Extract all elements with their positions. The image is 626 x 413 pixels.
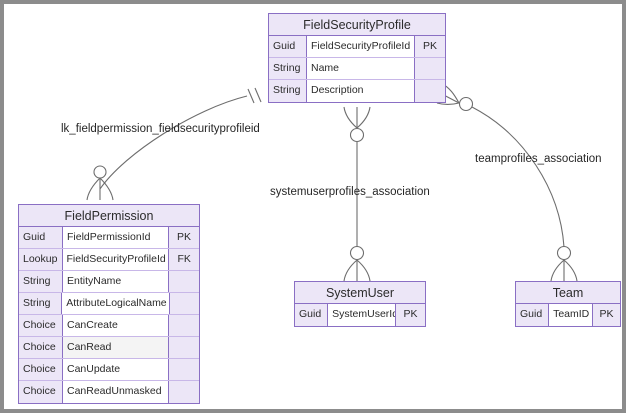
attribute-key [169,381,199,403]
zero-marker-team [556,245,572,261]
entity-title-fieldsecurityprofile: FieldSecurityProfile [269,14,445,36]
relationship-label-lk-fieldpermission: lk_fieldpermission_fieldsecurityprofilei… [61,123,260,135]
entity-systemuser[interactable]: SystemUser Guid SystemUserId PK [294,281,426,327]
link-lk-fieldpermission [99,95,248,190]
table-row[interactable]: Guid FieldSecurityProfileId PK [269,36,445,58]
crowfoot-left-fsp-bottom [343,106,358,129]
zero-marker-fieldpermission [93,165,107,179]
attribute-name: SystemUserId [328,304,396,326]
attribute-name: CanUpdate [63,359,169,380]
table-row[interactable]: Choice CanCreate [19,315,199,337]
attribute-name: AttributeLogicalName [62,293,170,314]
attribute-name: FieldPermissionId [63,227,169,248]
attribute-key: PK [415,36,445,57]
crowfoot-left-team [550,259,565,282]
table-row[interactable]: String Name [269,58,445,80]
entity-title-team: Team [516,282,620,304]
table-row[interactable]: Choice CanReadUnmasked [19,381,199,403]
table-row[interactable]: String EntityName [19,271,199,293]
attribute-type: Choice [19,337,63,358]
attribute-key [169,337,199,358]
relationship-label-systemuserprofiles: systemuserprofiles_association [270,186,430,198]
diagram-canvas: lk_fieldpermission_fieldsecurityprofilei… [4,4,622,409]
attribute-key: PK [396,304,425,326]
attribute-key [169,271,199,292]
attribute-key [169,359,199,380]
attribute-name: TeamID [549,304,593,326]
table-row[interactable]: String Description [269,80,445,102]
attribute-name: FieldSecurityProfileId [63,249,170,270]
zero-marker-fsp-bottom [349,127,365,143]
entity-title-systemuser: SystemUser [295,282,425,304]
zero-marker-fsp-right [458,96,474,112]
table-row[interactable]: Choice CanUpdate [19,359,199,381]
relationship-connectors [86,82,578,282]
attribute-key [415,58,445,79]
table-row[interactable]: Guid TeamID PK [516,304,620,326]
attribute-type: Choice [19,381,63,403]
attribute-name: FieldSecurityProfileId [307,36,416,57]
one-tick-b-fsp [254,87,262,103]
entity-team[interactable]: Team Guid TeamID PK [515,281,621,327]
table-row[interactable]: Guid SystemUserId PK [295,304,425,326]
table-row[interactable]: Lookup FieldSecurityProfileId FK [19,249,199,271]
attribute-type: Lookup [19,249,63,270]
attribute-type: String [269,80,307,102]
attribute-name: CanRead [63,337,169,358]
attribute-type: String [269,58,307,79]
attribute-type: Guid [269,36,307,57]
attribute-name: Name [307,58,415,79]
attribute-type: Guid [19,227,63,248]
crowfoot-left-fieldpermission [86,177,101,201]
attribute-key [169,293,199,314]
attribute-name: Description [307,80,415,102]
attribute-type: String [19,271,63,292]
attribute-name: EntityName [63,271,169,292]
one-tick-a-fsp [247,88,255,104]
attribute-name: CanReadUnmasked [63,381,169,403]
attribute-name: CanCreate [63,315,169,336]
entity-fieldsecurityprofile[interactable]: FieldSecurityProfile Guid FieldSecurityP… [268,13,446,103]
attribute-type: Choice [19,315,63,336]
attribute-key: FK [169,249,199,270]
crowfoot-right-systemuser [356,259,371,282]
crowfoot-right-fieldpermission [99,177,114,201]
crowfoot-right-team [563,259,578,282]
crowfoot-right-fsp-right [436,102,460,106]
attribute-key: PK [592,304,620,326]
table-row[interactable]: Choice CanRead [19,337,199,359]
attribute-type: String [19,293,63,314]
attribute-type: Guid [516,304,550,326]
attribute-key [169,315,199,336]
attribute-key: PK [169,227,199,248]
entity-fieldpermission[interactable]: FieldPermission Guid FieldPermissionId P… [18,204,200,404]
crowfoot-left-systemuser [343,259,358,282]
attribute-key [415,80,445,102]
zero-marker-systemuser [349,245,365,261]
attribute-type: Guid [295,304,329,326]
table-row[interactable]: String AttributeLogicalName [19,293,199,315]
table-row[interactable]: Guid FieldPermissionId PK [19,227,199,249]
relationship-label-teamprofiles: teamprofiles_association [475,153,602,165]
attribute-type: Choice [19,359,63,380]
entity-title-fieldpermission: FieldPermission [19,205,199,227]
link-teamprofiles [471,106,565,248]
crowfoot-right-fsp-bottom [356,106,371,129]
